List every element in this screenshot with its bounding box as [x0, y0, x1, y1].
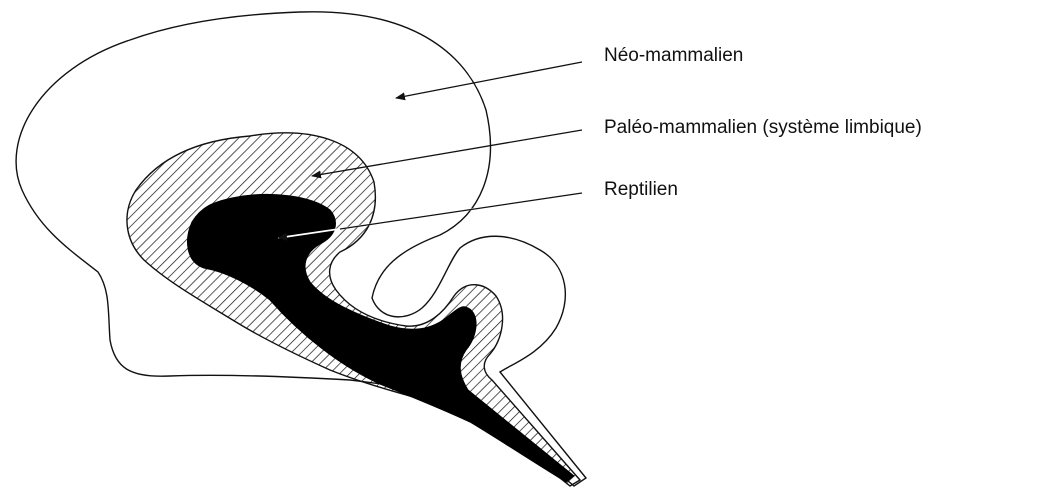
- neo-mammalian-label: Néo-mammalien: [604, 46, 743, 65]
- paleo-mammalian-label: Paléo-mammalien (système limbique): [604, 118, 922, 137]
- reptilian-label: Reptilien: [604, 180, 678, 199]
